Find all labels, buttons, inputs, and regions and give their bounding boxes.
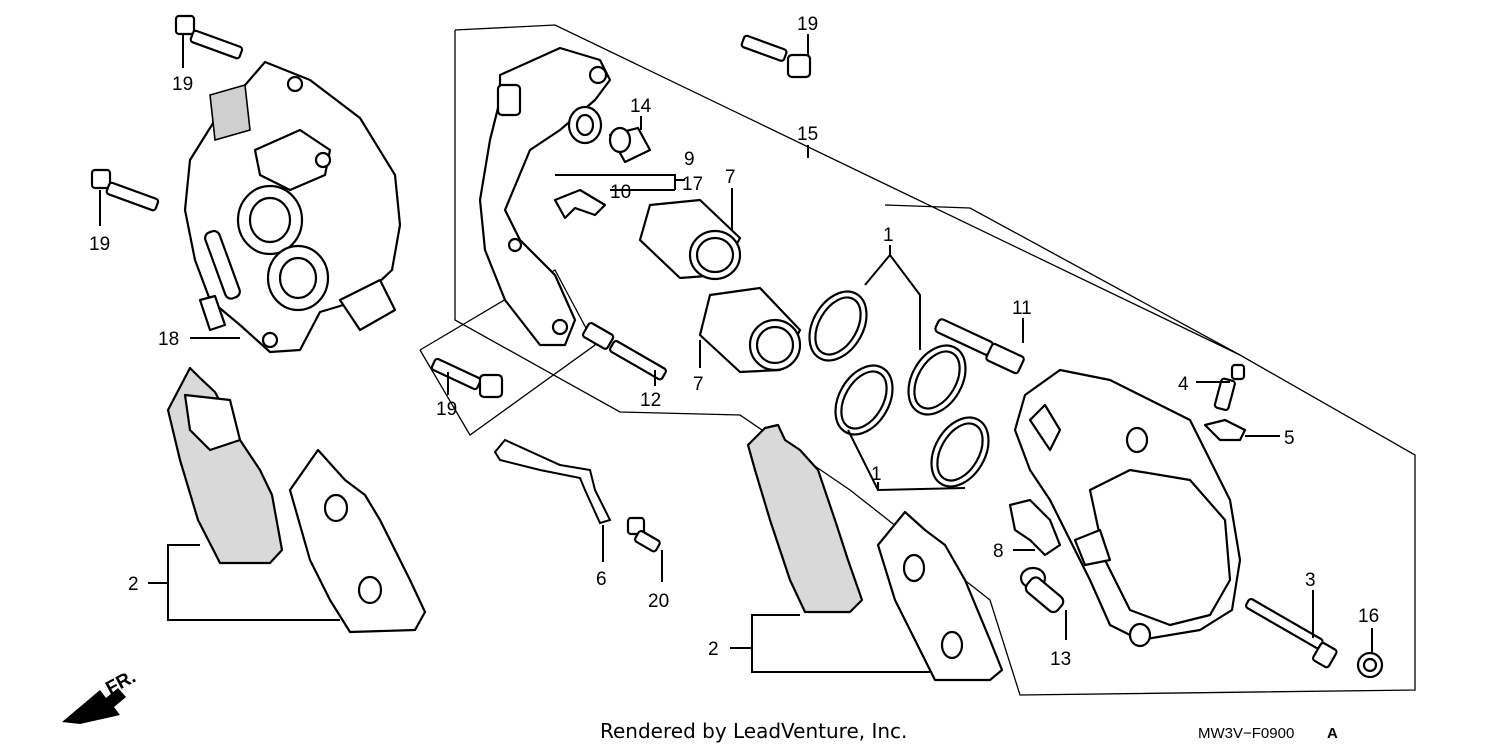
callout-17: 17 [682,174,703,195]
diagram-revision: A [1327,725,1338,742]
callout-20: 20 [648,591,669,612]
seal-1-d [930,416,990,488]
direction-label: FR. [102,667,139,700]
piston-7-lower [698,286,802,374]
callout-12: 12 [640,390,661,411]
caliper-bracket-left [183,60,402,354]
callout-3: 3 [1305,570,1316,591]
plug-16 [1356,651,1384,679]
bleeder-cap-5 [1203,418,1247,442]
bolt-3 [1244,597,1338,669]
callout-15: 15 [797,124,818,145]
footer-credit: Rendered by LeadVenture, Inc. [600,719,907,743]
callout-6: 6 [596,569,607,590]
callout-9: 9 [684,149,695,170]
slide-pin-12 [581,321,667,381]
callout-14: 14 [630,96,652,117]
callout-7-upper: 7 [725,167,736,188]
pad-clip-8 [1008,498,1062,557]
brake-pad-center-rear [876,510,1004,682]
callout-19-top-left: 19 [172,74,193,95]
seal-1-a [808,290,868,362]
retainer-clip-10 [553,188,607,220]
callout-19-mid-left: 19 [89,234,110,255]
pin-13 [1019,566,1065,614]
callout-18: 18 [158,329,179,350]
front-direction-arrow-icon [62,688,126,724]
bolt-19-top-left [174,14,244,60]
brake-pad-left-rear [288,448,427,634]
callout-4: 4 [1178,374,1189,395]
callout-8: 8 [993,541,1004,562]
bolt-19-lower-center [430,357,504,399]
caliper-body-right [1013,368,1242,648]
brake-pad-center-front [746,423,864,614]
callout-1-top: 1 [883,225,894,246]
seal-1-b [907,344,967,416]
slide-pin-11 [934,318,1025,375]
brake-pad-left-front [166,366,284,565]
callout-19-lower-center: 19 [436,399,457,420]
seal-1-c [834,364,894,436]
pad-spring-6 [493,438,612,525]
bolt-19-top-center [740,34,812,79]
callout-2-left: 2 [128,574,139,595]
diagram-code: MW3V−F0900 [1198,725,1294,742]
callout-5: 5 [1284,428,1295,449]
callout-19-top-center: 19 [797,14,818,35]
callout-2-center: 2 [708,639,719,660]
callout-1-bottom: 1 [871,464,882,485]
bleeder-valve-4 [1213,363,1246,412]
caliper-bracket-center [478,46,612,347]
callout-11: 11 [1012,298,1032,319]
bolt-20 [626,516,661,553]
pin-14 [608,126,652,164]
callout-16: 16 [1358,606,1379,627]
callout-13: 13 [1050,649,1071,670]
group-outline-15 [454,24,1416,696]
bolt-19-mid-left [90,168,160,212]
callout-10: 10 [610,182,631,203]
piston-7-upper [638,198,742,281]
callout-7-lower: 7 [693,374,704,395]
